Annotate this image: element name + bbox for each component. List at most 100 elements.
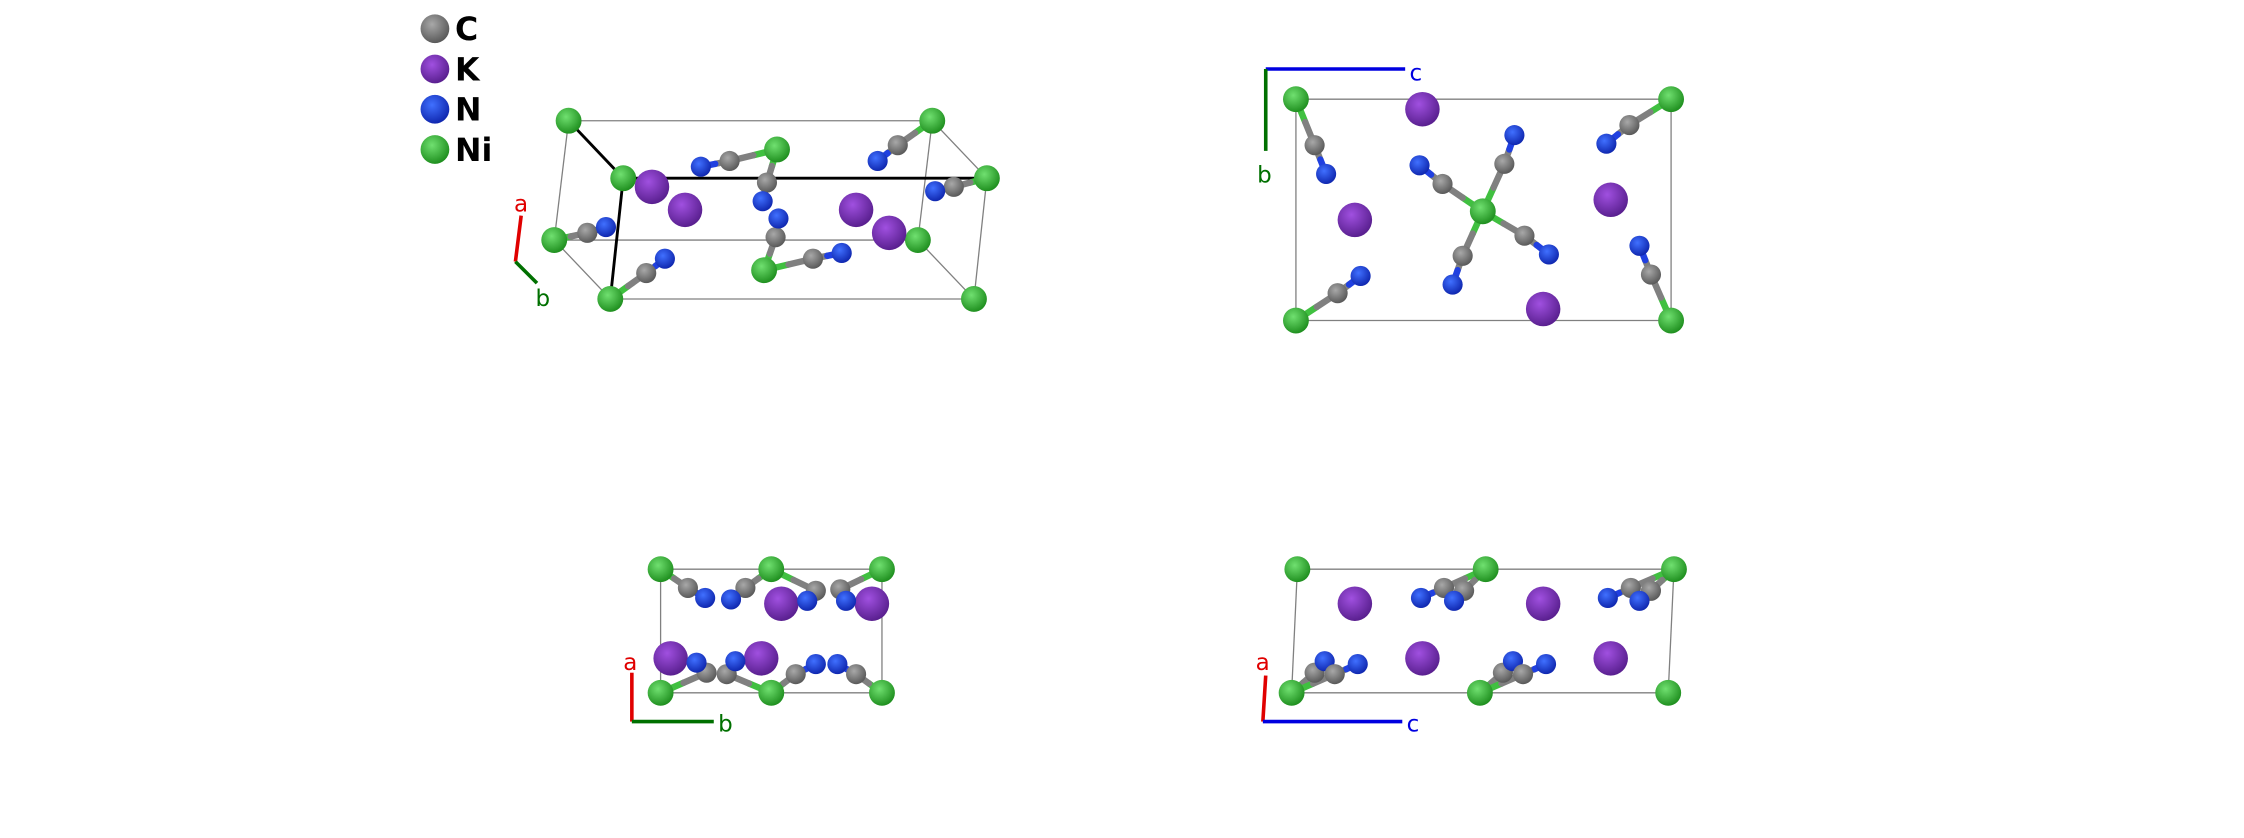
carbon-atom — [1512, 664, 1534, 685]
nitrogen-atom — [690, 156, 711, 177]
nitrogen-atom — [1596, 133, 1617, 154]
carbon-atom — [846, 664, 867, 685]
view-along-c — [647, 556, 895, 706]
nickel-atom — [751, 257, 778, 284]
unit-cell-edge — [973, 178, 988, 300]
potassium-atom — [1593, 182, 1628, 218]
legend-label: Ni — [455, 133, 492, 169]
nickel-atom — [1278, 679, 1305, 706]
carbon-atom — [1452, 245, 1473, 266]
nitrogen-atom — [654, 248, 675, 269]
nickel-atom — [555, 107, 582, 134]
potassium-atom — [764, 586, 799, 621]
carbon-atom — [1432, 173, 1453, 195]
carbon-atom — [1494, 153, 1515, 174]
carbon-atom — [765, 227, 786, 248]
axis-c-label: c — [1409, 60, 1422, 86]
nickel-atom — [961, 286, 987, 312]
unit-cell — [553, 119, 988, 300]
axis-triad-view-4: a c — [1256, 650, 1420, 738]
nickel-atom — [1282, 307, 1309, 334]
nickel-atom — [1658, 307, 1685, 334]
potassium-atom — [1337, 202, 1373, 238]
potassium-atom — [653, 641, 688, 676]
unit-cell-edge — [931, 120, 988, 179]
unit-cell-edge — [553, 120, 570, 241]
nitrogen-atom — [831, 242, 852, 264]
nickel-atom — [764, 136, 790, 163]
carbon-atom — [1304, 135, 1325, 156]
carbon-atom — [1619, 114, 1640, 136]
nitrogen-atom — [686, 652, 707, 673]
carbon-atom — [943, 176, 964, 197]
nitrogen-atom — [867, 150, 888, 172]
carbon-atom — [577, 222, 598, 243]
nickel-atom — [973, 165, 1000, 192]
carbon-atom-swatch — [420, 14, 450, 44]
nickel-atom — [541, 227, 568, 253]
legend-item-n: N — [420, 93, 482, 129]
nickel-atom — [904, 227, 931, 253]
nitrogen-atom — [1410, 587, 1432, 609]
nickel-atom — [1661, 556, 1687, 583]
nickel-atom — [1658, 86, 1685, 113]
nitrogen-atom — [1442, 274, 1463, 295]
nitrogen-atom-swatch — [420, 94, 450, 124]
axis-triad-view-3: a b — [623, 650, 732, 738]
carbon-atom — [785, 664, 806, 685]
axis-a-line — [513, 215, 523, 262]
nickel-atom — [869, 679, 895, 706]
axis-b-line — [514, 260, 539, 285]
nickel-atom — [1282, 86, 1309, 113]
carbon-atom — [1640, 264, 1662, 285]
nickel-atom — [758, 679, 785, 706]
carbon-atom — [677, 577, 698, 598]
axis-b-label: b — [1257, 163, 1272, 189]
potassium-atom — [667, 192, 703, 228]
carbon-atom — [802, 248, 824, 269]
potassium-atom — [1405, 641, 1440, 676]
nickel-atom — [758, 556, 785, 583]
legend-label: N — [455, 93, 481, 129]
potassium-atom — [838, 192, 874, 228]
atoms — [1278, 556, 1687, 706]
view-along-a — [1282, 86, 1685, 334]
unit-cell — [1295, 98, 1672, 322]
nitrogen-atom — [1350, 265, 1371, 287]
nitrogen-atom — [695, 587, 716, 609]
carbon-atom — [719, 150, 740, 172]
nitrogen-atom — [805, 654, 826, 675]
carbon-atom — [636, 263, 657, 284]
nickel-atom — [647, 556, 674, 583]
nickel-atom — [1472, 556, 1499, 583]
legend-item-c: C — [420, 12, 478, 48]
nickel-atom — [647, 679, 674, 706]
axis-a-label: a — [514, 191, 528, 217]
nitrogen-atom — [725, 651, 746, 672]
carbon-atom — [1514, 225, 1535, 246]
unit-cell-edge — [553, 239, 611, 300]
legend-label: K — [455, 52, 481, 88]
potassium-atom — [871, 215, 907, 251]
nitrogen-atom — [720, 589, 742, 610]
carbon-atom — [1324, 664, 1345, 685]
lattice-vector-line — [608, 178, 625, 300]
nitrogen-atom — [1409, 155, 1430, 176]
unit-cell-edge — [917, 120, 933, 241]
axis-triad-view-1: a b — [513, 191, 551, 312]
nickel-atom — [610, 165, 637, 192]
atoms — [1282, 86, 1685, 334]
nitrogen-atom — [1597, 587, 1618, 609]
axis-b-label: b — [536, 286, 551, 312]
view-along-b — [1278, 556, 1687, 706]
nitrogen-atom — [595, 217, 617, 238]
legend-label: C — [455, 12, 478, 48]
axis-c-label: c — [1407, 712, 1420, 738]
axis-a-label: a — [1256, 650, 1270, 676]
nitrogen-atom — [1629, 235, 1650, 256]
potassium-atom — [743, 641, 779, 676]
legend: C K N Ni — [420, 12, 492, 169]
carbon-atom — [735, 577, 756, 598]
potassium-atom — [634, 169, 670, 205]
